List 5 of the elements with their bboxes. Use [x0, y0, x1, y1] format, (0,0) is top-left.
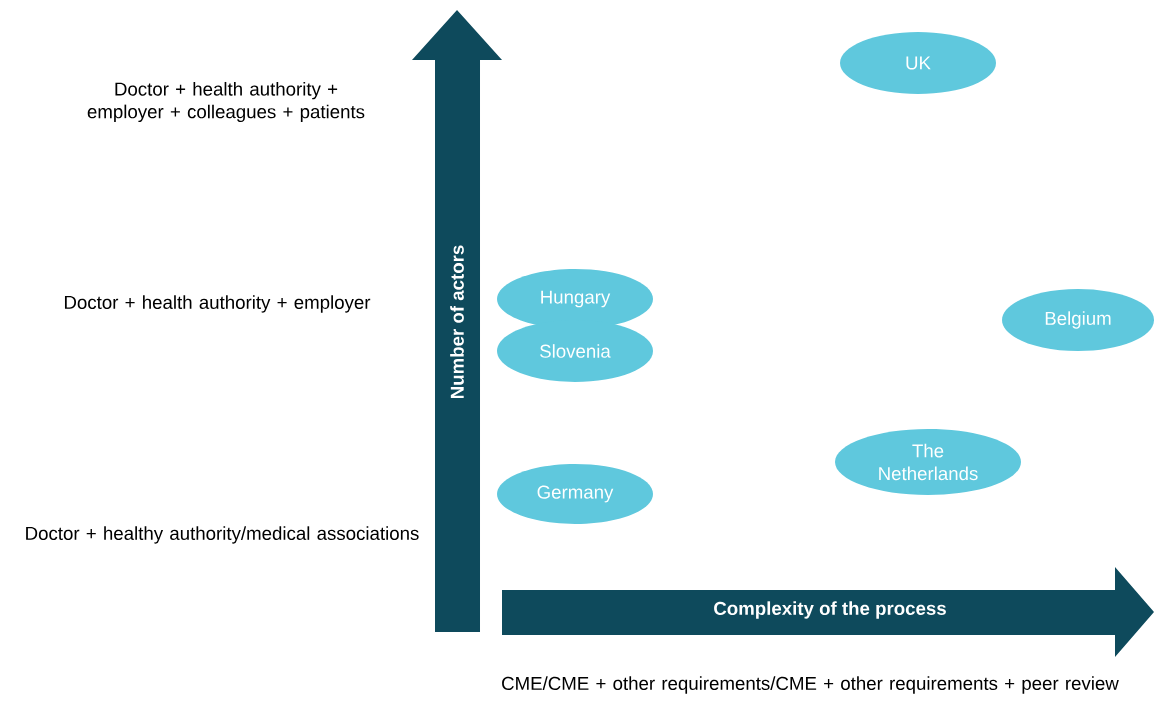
axis-label: CME/CME + other requirements/CME + other requirements + peer review — [502, 676, 1119, 694]
node-label: Slovenia — [540, 344, 611, 358]
axis-label: Doctor + health authority + employer — [64, 295, 371, 313]
axis-label: Doctor + health authority + employer + colleagues + patients — [87, 81, 365, 122]
node-label: Hungary — [541, 290, 611, 308]
